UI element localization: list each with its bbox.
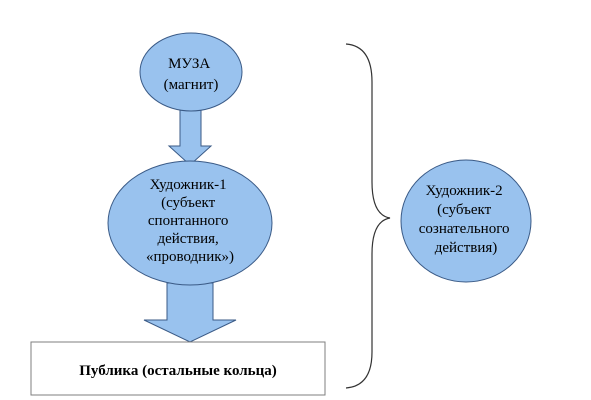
arrow-muse-to-artist1	[167, 108, 213, 166]
public-box: Публика (остальные кольца)	[30, 341, 326, 396]
curly-brace	[345, 43, 391, 389]
node-muse-line-2: (магнит)	[164, 77, 219, 93]
node-artist2-line-1: Художник-2	[426, 183, 503, 199]
node-artist2-line-3: сознательного	[419, 221, 510, 237]
node-artist1-line-5: «проводник»)	[146, 249, 234, 265]
node-artist2-label: Художник-2 (субъект сознательного действ…	[419, 183, 513, 256]
arrow-artist1-to-public	[143, 282, 237, 343]
node-muse: МУЗА (магнит)	[139, 32, 243, 112]
node-artist2: Художник-2 (субъект сознательного действ…	[400, 159, 532, 283]
node-artist1-shape	[107, 160, 273, 286]
public-box-frame	[30, 341, 326, 396]
node-artist2-shape	[400, 159, 532, 283]
node-artist1-label: Художник-1 (субъект спонтанного действия…	[146, 177, 234, 265]
node-artist2-line-4: действия)	[435, 240, 498, 256]
node-artist1-line-4: действия,	[157, 231, 218, 247]
public-box-label: Публика (остальные кольца)	[79, 363, 277, 379]
node-muse-label: МУЗА (магнит)	[164, 56, 219, 93]
node-artist1-line-3: спонтанного	[148, 213, 228, 229]
node-muse-shape	[139, 32, 243, 112]
node-muse-line-1: МУЗА	[168, 56, 210, 72]
node-artist1-line-2: (субъект	[161, 195, 216, 211]
node-artist2-line-2: (субъект	[437, 202, 492, 218]
node-artist1: Художник-1 (субъект спонтанного действия…	[107, 160, 273, 286]
node-artist1-line-1: Художник-1	[150, 177, 227, 193]
